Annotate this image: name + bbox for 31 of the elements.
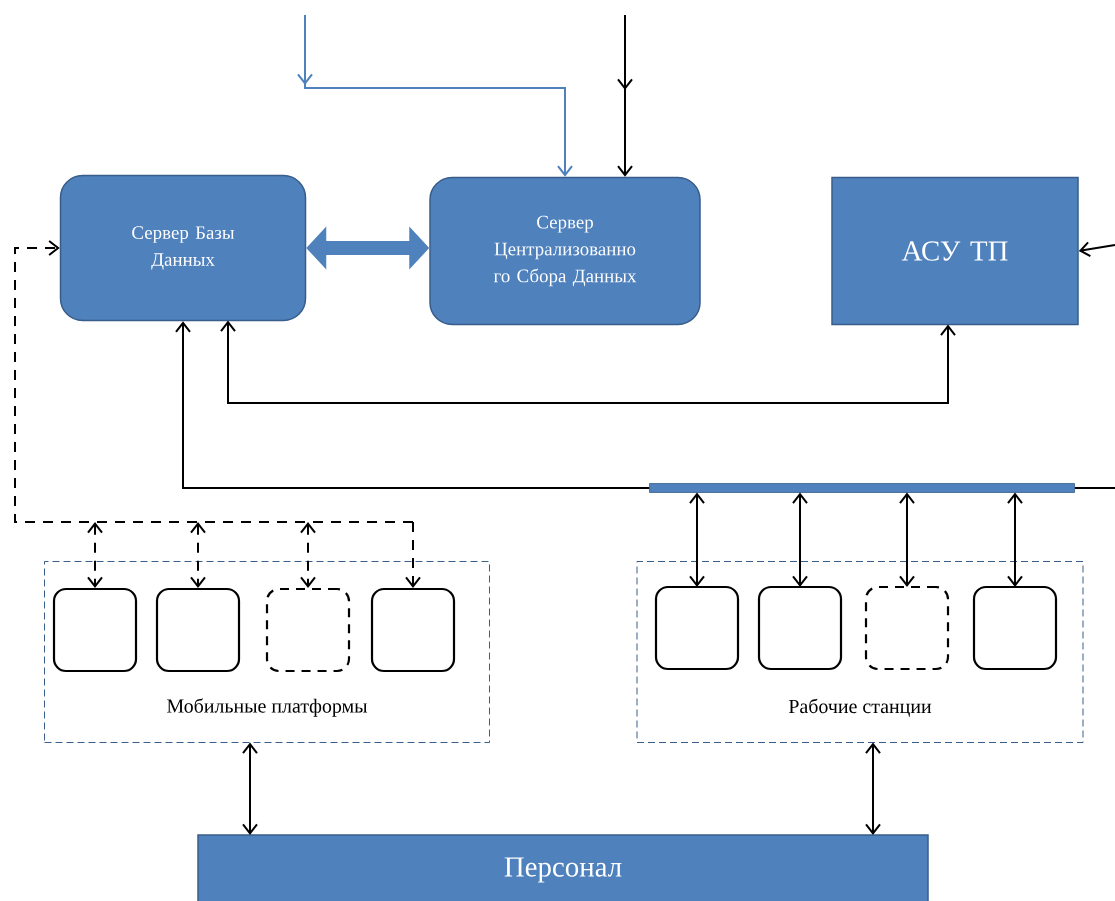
device-box xyxy=(654,585,740,671)
arrow xyxy=(617,14,633,177)
device-box xyxy=(52,587,138,673)
arrow xyxy=(1078,241,1115,258)
arrow xyxy=(899,492,915,587)
arrow xyxy=(1007,492,1023,587)
device-box xyxy=(757,585,843,671)
device-group: Мобильные платформы xyxy=(44,561,490,743)
server-box: Сервер Централизованно го Сбора Данных xyxy=(429,176,701,326)
device-box xyxy=(370,587,456,673)
device-box xyxy=(265,587,351,673)
arrow xyxy=(405,521,421,588)
arrow xyxy=(14,240,414,523)
arrow xyxy=(689,492,705,587)
server-box: Сервер Базы Данных xyxy=(59,174,307,322)
device-group: Рабочие станции xyxy=(636,561,1084,743)
arrow xyxy=(242,742,258,835)
system-box: Персонал xyxy=(197,834,929,901)
arrow xyxy=(792,492,808,587)
arrow xyxy=(300,522,316,588)
system-box: АСУ ТП xyxy=(831,176,1079,326)
arrow xyxy=(297,14,573,177)
device-box xyxy=(155,587,241,673)
arrow xyxy=(220,320,956,404)
bus-bar xyxy=(649,483,1075,493)
arrow xyxy=(865,742,881,835)
arrow xyxy=(87,522,103,588)
device-box xyxy=(864,585,950,671)
arrow xyxy=(190,522,206,588)
arrow xyxy=(175,321,651,489)
device-box xyxy=(972,585,1058,671)
